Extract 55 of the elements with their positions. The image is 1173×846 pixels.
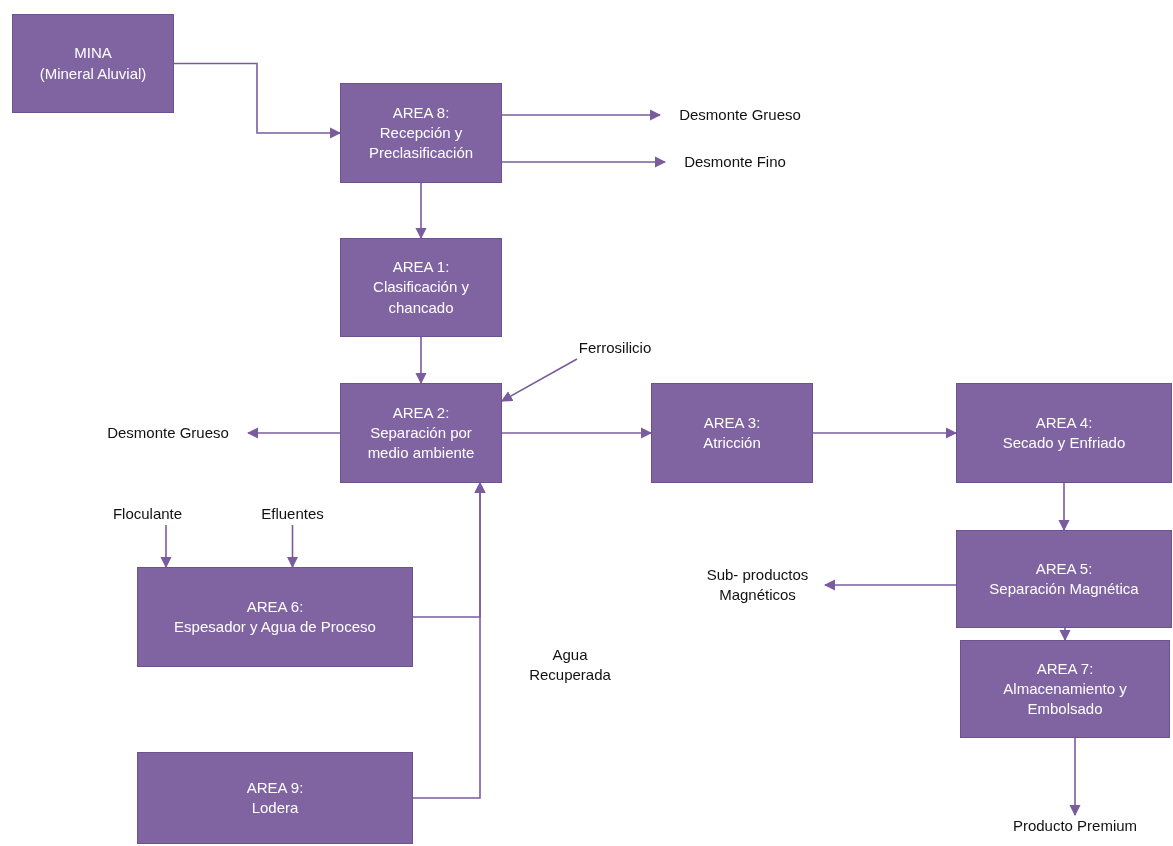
flow-label: Desmonte Fino: [665, 151, 805, 173]
process-box: [956, 383, 1172, 483]
arrow: [501, 358, 578, 402]
box-title: AREA 5:: [1035, 558, 1093, 579]
box-text: Clasificación y chancado: [372, 277, 470, 318]
box-text: Separación por medio ambiente: [366, 422, 476, 464]
arrow: [823, 579, 957, 591]
box-text: Recepción y Preclasificación: [367, 122, 475, 164]
box-text: Almacenamiento y Embolsado: [1002, 678, 1128, 720]
arrow: [412, 481, 486, 799]
box-text: Espesador y Agua de Proceso: [174, 617, 376, 637]
flow-label: Desmonte Grueso: [88, 422, 248, 444]
process-box: [137, 752, 413, 844]
flow-label: Desmonte Grueso: [660, 104, 820, 126]
process-box: [651, 383, 813, 483]
arrow: [160, 524, 172, 569]
arrow: [246, 427, 341, 439]
process-box: [960, 640, 1170, 738]
arrow: [501, 427, 653, 439]
flow-label: Sub- productos Magnéticos: [690, 563, 825, 607]
flow-note: Agua Recuperada: [528, 645, 612, 686]
arrow: [415, 336, 427, 385]
arrow: [501, 156, 667, 168]
box-title: AREA 8:: [392, 102, 450, 123]
box-text: Lodera: [251, 798, 299, 818]
arrow: [1059, 627, 1071, 642]
arrow: [286, 524, 299, 569]
process-box: [12, 14, 174, 113]
box-text: Secado y Enfriado: [1002, 433, 1126, 453]
box-title: AREA 2:: [392, 402, 450, 423]
arrow: [812, 427, 958, 439]
arrow: [415, 182, 427, 240]
arrow: [1069, 737, 1081, 817]
flow-label: Floculante: [100, 503, 195, 525]
box-title: AREA 9:: [246, 777, 304, 798]
process-box: [340, 383, 502, 483]
box-title: AREA 3:: [703, 412, 761, 433]
arrow: [1058, 482, 1070, 532]
flow-label: Efluentes: [250, 503, 335, 525]
process-box: [340, 83, 502, 183]
arrow: [501, 109, 662, 121]
box-title: AREA 6:: [246, 596, 304, 617]
box-title: AREA 7:: [1036, 658, 1094, 679]
box-text: (Mineral Aluvial): [39, 63, 147, 84]
box-text: Separación Magnética: [989, 579, 1139, 599]
box-title: MINA: [74, 43, 112, 64]
box-text: Atricción: [703, 433, 761, 453]
process-box: [137, 567, 413, 667]
arrow: [173, 62, 342, 139]
box-title: AREA 4:: [1035, 412, 1093, 433]
flow-label: Ferrosilicio: [565, 337, 665, 359]
box-title: AREA 1:: [392, 257, 450, 278]
process-box: [340, 238, 502, 337]
process-box: [956, 530, 1172, 628]
flow-label: Producto Premium: [990, 815, 1160, 837]
